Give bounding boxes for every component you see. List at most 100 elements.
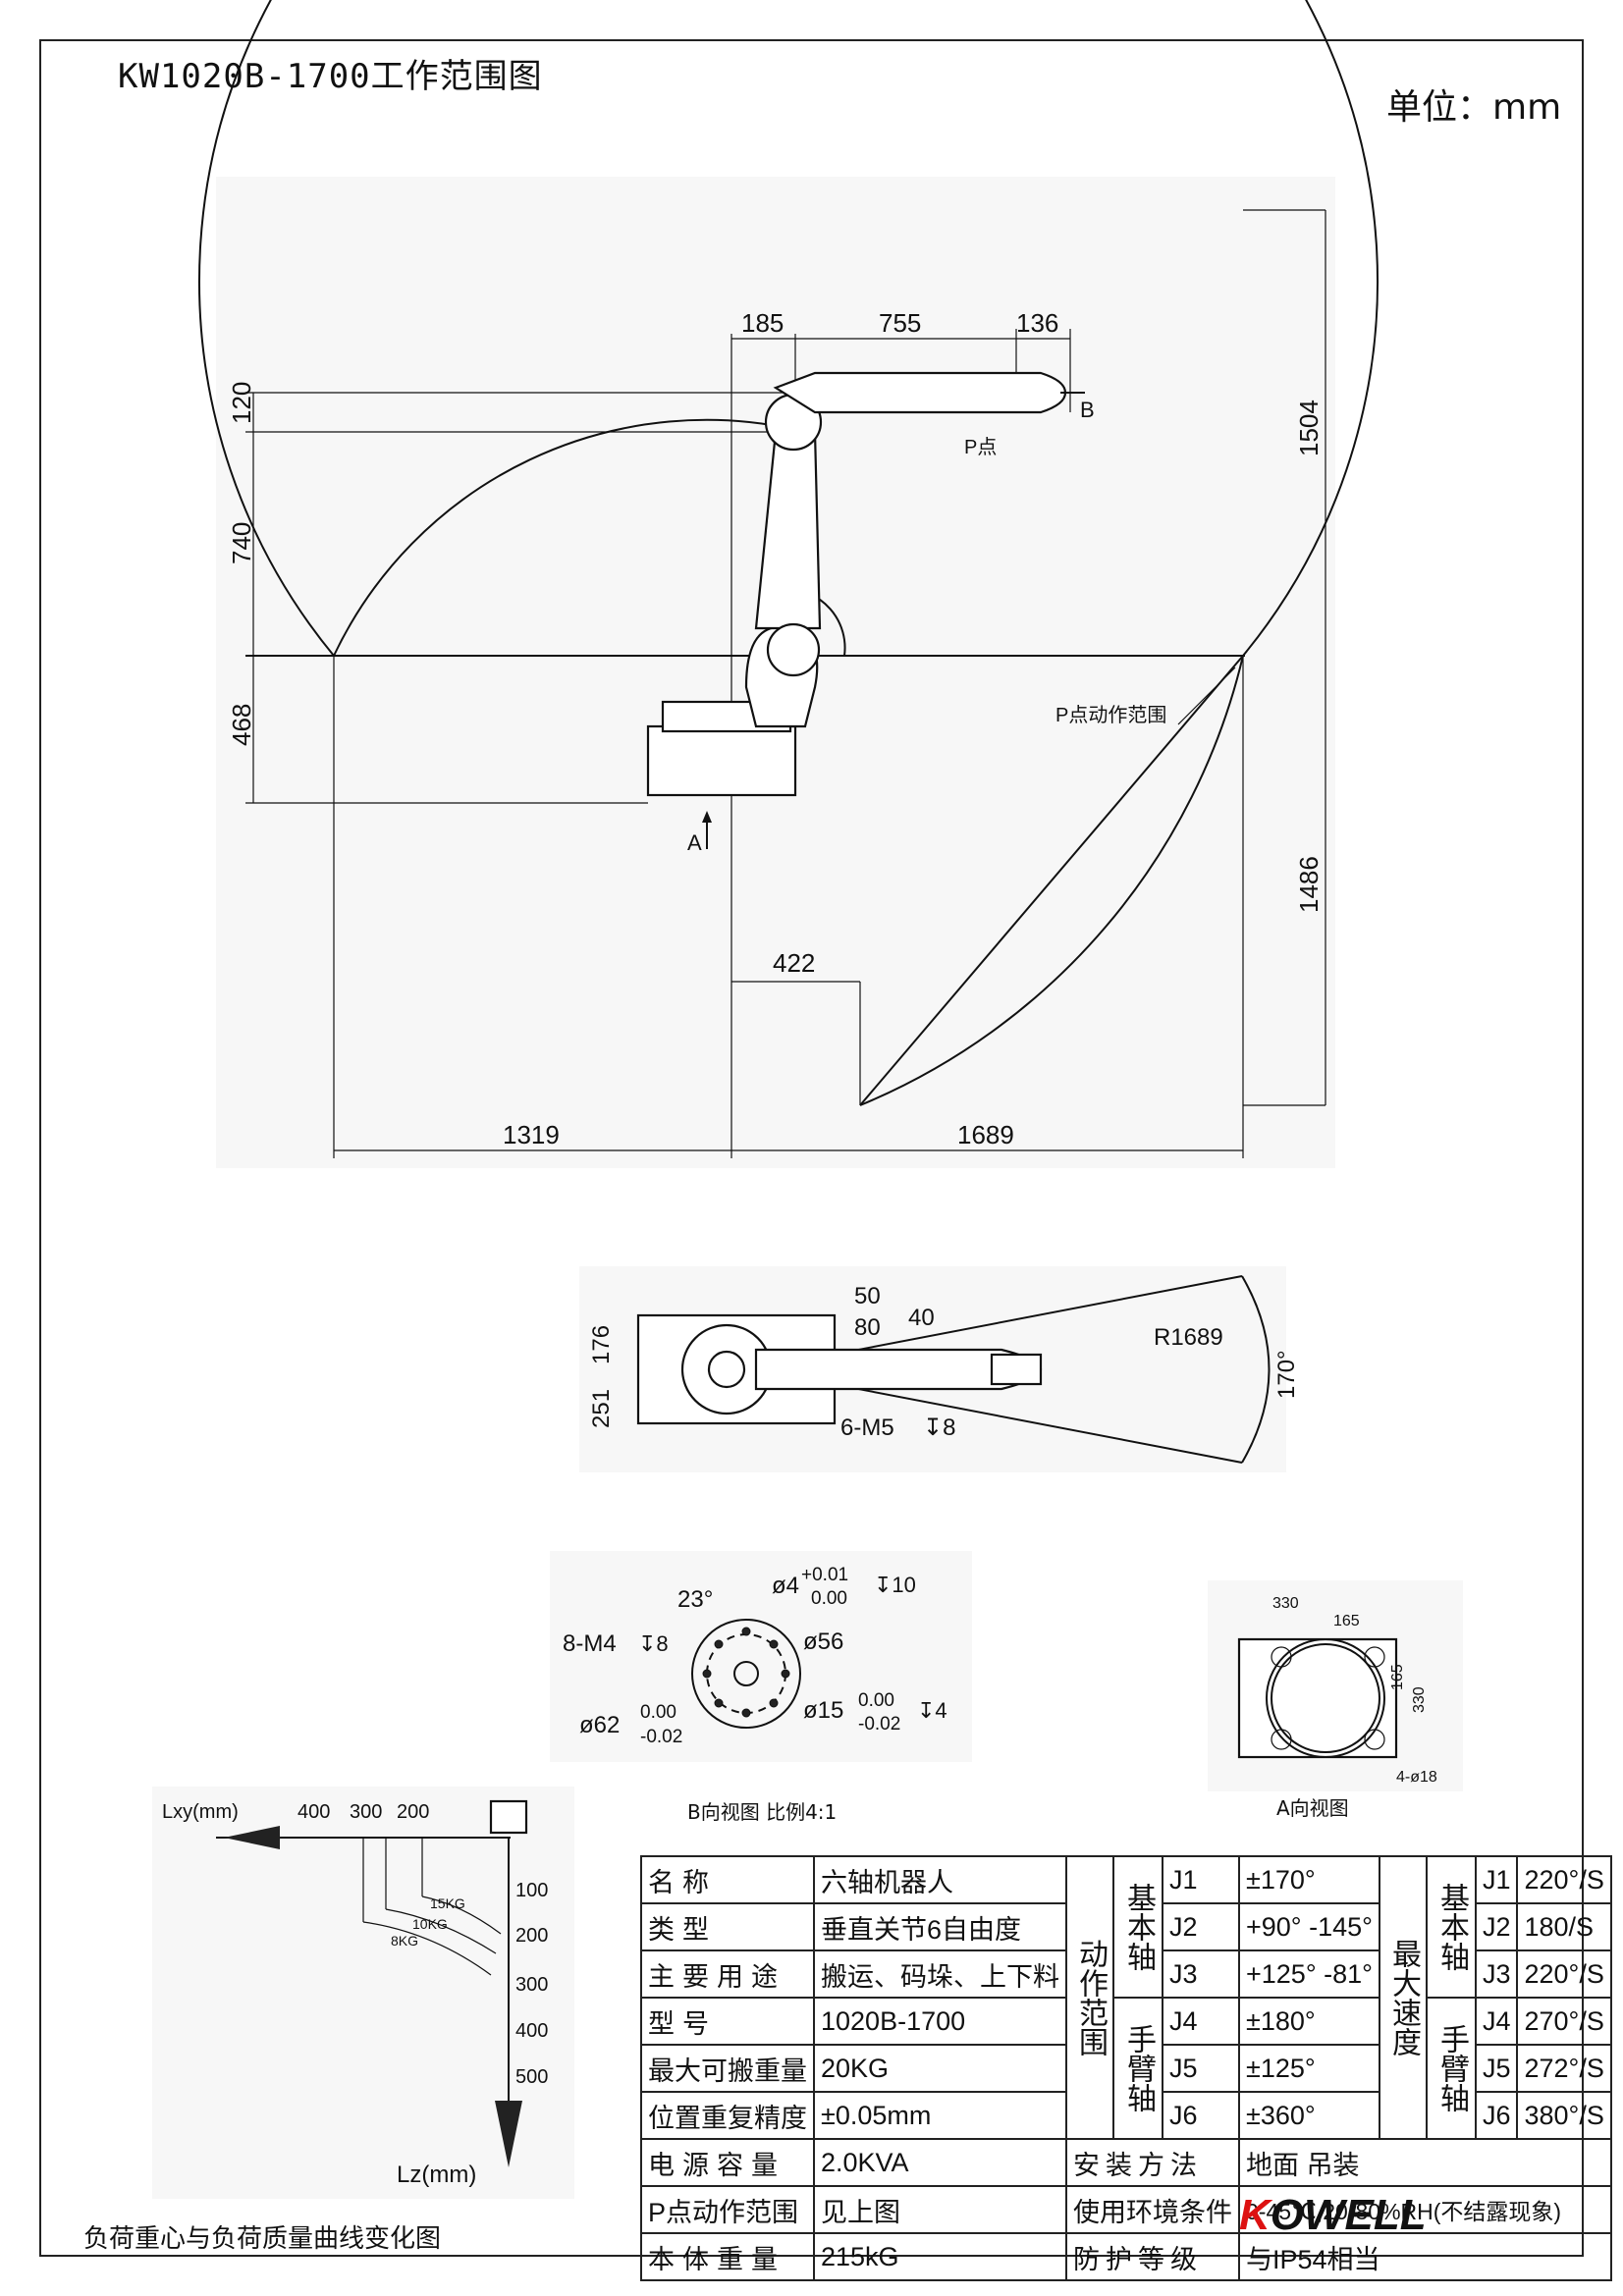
row-label-name: 名称 — [640, 1855, 815, 1904]
speed-j1: 220°/S — [1516, 1855, 1612, 1904]
speed-j6: 380°/S — [1516, 2091, 1612, 2140]
speed-axis-j6: J6 — [1474, 2091, 1519, 2140]
speed-axis-j5: J5 — [1474, 2044, 1519, 2093]
axis-j3: J3 — [1162, 1949, 1240, 1999]
row-value-name: 六轴机器人 — [813, 1855, 1067, 1904]
axis-j1: J1 — [1162, 1855, 1240, 1904]
b-view-caption: B向视图 比例4:1 — [687, 1800, 838, 1824]
curve-15kg: 15KG — [430, 1896, 465, 1911]
chart-x-label: Lxy(mm) — [162, 1801, 239, 1823]
side-view: 185 755 136 120 740 468 1504 1486 422 13… — [198, 0, 1379, 1168]
dim-80: 80 — [854, 1314, 881, 1341]
curve-8kg: 8KG — [391, 1933, 418, 1949]
row-label-use: 主要用途 — [640, 1949, 815, 1999]
lower-reach-arc — [859, 655, 1244, 1106]
speed-axis-j3: J3 — [1474, 1949, 1519, 1999]
range-j3: +125° -81° — [1238, 1949, 1380, 1999]
env-value: 0-45℃,20-80%RH(不结露现象) — [1238, 2185, 1612, 2234]
dim-50: 50 — [854, 1283, 881, 1309]
row-value-model: 1020B-1700 — [813, 1997, 1067, 2046]
range-j1: ±170° — [1238, 1855, 1380, 1904]
a-view-caption: A向视图 — [1276, 1796, 1349, 1820]
robot-top-illustration — [636, 1313, 1043, 1425]
a-dim-330-side: 330 — [1411, 1686, 1428, 1713]
y-tick-100: 100 — [515, 1880, 548, 1901]
dim-120: 120 — [227, 382, 256, 424]
protection-label: 防护等级 — [1065, 2232, 1240, 2281]
logo-rest: OWELL — [1270, 2191, 1427, 2239]
a-holes: 4-ø18 — [1396, 1769, 1437, 1786]
dim-1486: 1486 — [1294, 856, 1324, 913]
thread-spec: 8-M4 — [563, 1630, 617, 1657]
drawing-title: KW1020B-1700工作范围图 — [118, 57, 543, 96]
axis-j4: J4 — [1162, 1997, 1240, 2046]
d62-tol-upper: 0.00 — [640, 1702, 676, 1723]
kowell-logo: KOWELL — [1239, 2191, 1427, 2240]
range-j6: ±360° — [1238, 2091, 1380, 2140]
y-tick-200: 200 — [515, 1925, 548, 1947]
env-label: 使用环境条件 — [1065, 2185, 1240, 2234]
pin-tol-lower: 0.00 — [811, 1588, 847, 1609]
outer-reach-arc — [198, 0, 1379, 657]
angle-170: 170° — [1273, 1350, 1300, 1399]
y-tick-500: 500 — [515, 2066, 548, 2088]
robot-side-illustration — [646, 371, 1067, 797]
range-j4: ±180° — [1238, 1997, 1380, 2046]
dim-1504: 1504 — [1294, 400, 1324, 456]
range-j5: ±125° — [1238, 2044, 1380, 2093]
pin-tol-upper: +0.01 — [801, 1565, 848, 1585]
x-tick-200: 200 — [397, 1801, 429, 1823]
speed-axis-j4: J4 — [1474, 1997, 1519, 2046]
x-tick-400: 400 — [298, 1801, 330, 1823]
unit-label: 单位：mm — [1386, 87, 1562, 128]
speed-axis-j1: J1 — [1474, 1855, 1519, 1904]
row-label-weight: 本体重量 — [640, 2232, 815, 2281]
pin-dia: ø4 — [772, 1573, 799, 1599]
motion-range-header: 动作范围 — [1065, 1855, 1114, 2140]
y-tick-300: 300 — [515, 1974, 548, 1996]
row-value-weight: 215kG — [813, 2232, 1067, 2281]
dim-422: 422 — [773, 948, 815, 978]
a-dim-165-top: 165 — [1333, 1613, 1360, 1629]
dia-62: ø62 — [579, 1712, 620, 1738]
speed-j5: 272°/S — [1516, 2044, 1612, 2093]
dia-56: ø56 — [803, 1629, 843, 1655]
protection-value: 与IP54相当 — [1238, 2232, 1612, 2281]
b-view: 23° ø4 +0.01 0.00 ↧10 8-M4 ↧8 ø56 ø62 0.… — [550, 1551, 972, 1762]
chart-y-label: Lz(mm) — [397, 2162, 476, 2188]
load-chart-caption: 负荷重心与负荷质量曲线变化图 — [83, 2224, 442, 2254]
speed-j4: 270°/S — [1516, 1997, 1612, 2046]
dim-468: 468 — [227, 704, 256, 746]
b-view-mark: B — [1080, 398, 1095, 422]
dim-740: 740 — [227, 522, 256, 564]
dia-15: ø15 — [803, 1697, 843, 1724]
axis-j2: J2 — [1162, 1902, 1240, 1951]
row-value-use: 搬运、码垛、上下料 — [813, 1949, 1067, 1999]
speed-j2: 180/S — [1516, 1902, 1612, 1951]
axis-j6: J6 — [1162, 2091, 1240, 2140]
row-label-repeatability: 位置重复精度 — [640, 2091, 815, 2140]
row-label-model: 型号 — [640, 1997, 815, 2046]
row-value-power: 2.0KVA — [813, 2138, 1067, 2187]
a-dim-330-top: 330 — [1272, 1595, 1299, 1612]
curve-10kg: 10KG — [412, 1916, 448, 1932]
d15-tol-upper: 0.00 — [858, 1690, 894, 1711]
dim-176: 176 — [588, 1325, 615, 1364]
motion-wrist-axes: 手臂轴 — [1112, 1997, 1163, 2140]
radius-label: R1689 — [1154, 1324, 1223, 1351]
screw-depth: ↧8 — [923, 1415, 955, 1441]
dim-136: 136 — [1016, 308, 1058, 338]
logo-k: K — [1239, 2191, 1271, 2239]
d15-depth: ↧4 — [917, 1698, 947, 1723]
row-label-payload: 最大可搬重量 — [640, 2044, 815, 2093]
speed-wrist-axes: 手臂轴 — [1425, 1997, 1477, 2140]
p-range-label: P点动作范围 — [1055, 704, 1166, 726]
d62-tol-lower: -0.02 — [640, 1727, 682, 1747]
a-view-mark: A — [687, 830, 702, 855]
x-tick-300: 300 — [350, 1801, 382, 1823]
row-label-power: 电源容量 — [640, 2138, 815, 2187]
a-view: 330 165 165 330 4-ø18 — [1208, 1580, 1463, 1791]
row-value-type: 垂直关节6自由度 — [813, 1902, 1067, 1951]
flange-outer — [691, 1619, 801, 1729]
